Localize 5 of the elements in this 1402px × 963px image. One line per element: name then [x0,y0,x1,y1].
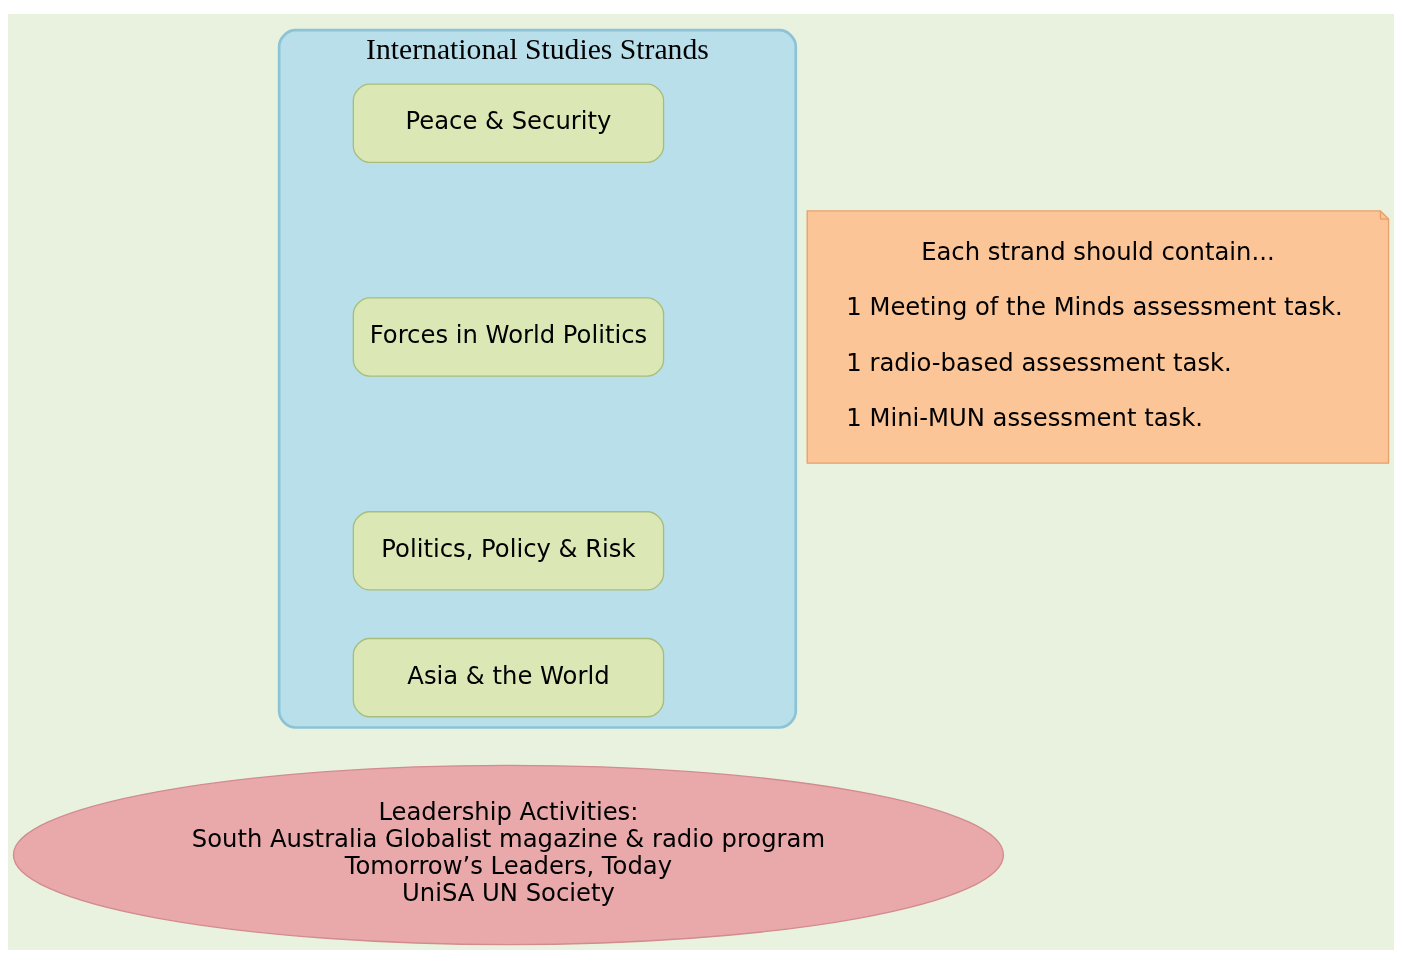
node-box: Forces in World Politics [352,296,665,377]
node-box: Asia & the World [352,637,665,717]
node-box: Politics, Policy & Risk [352,510,665,591]
node-ellipse: Leadership Activities: South Australia Globalist magazine & radio program Tomorrow’s Leaders, Today UniSA UN Society [12,764,1005,945]
node-box: Peace & Security [352,82,665,163]
